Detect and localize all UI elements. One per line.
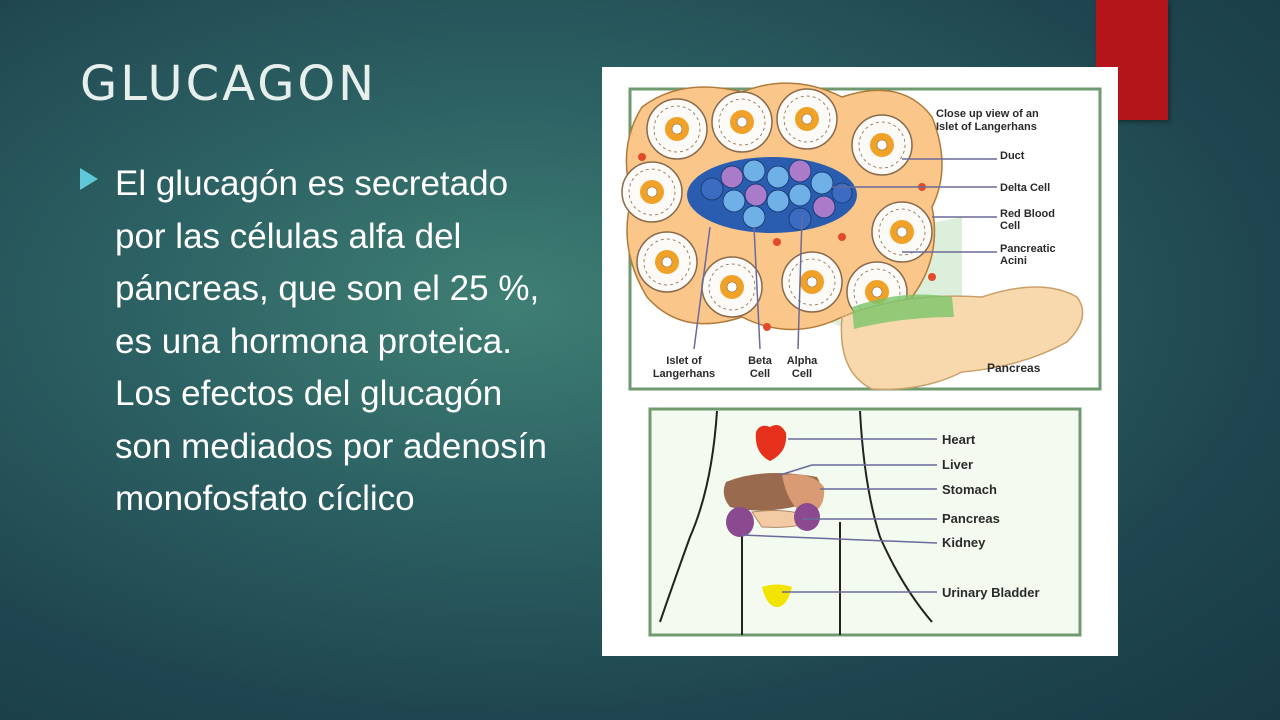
heart-organ xyxy=(755,425,787,461)
label-heart: Heart xyxy=(942,432,976,447)
triangle-bullet-icon xyxy=(80,168,98,190)
label-beta-cell-2: Cell xyxy=(750,368,770,380)
label-pancreatic-acini-1: Pancreatic xyxy=(1000,243,1056,255)
label-pancreas-organ: Pancreas xyxy=(942,511,1000,526)
figure-heading-line1: Close up view of an xyxy=(936,108,1039,120)
label-islet-1: Islet of xyxy=(666,355,702,367)
label-alpha-cell-1: Alpha xyxy=(787,355,818,367)
label-delta-cell: Delta Cell xyxy=(1000,182,1050,194)
label-duct: Duct xyxy=(1000,150,1025,162)
slide-title: GLUCAGON xyxy=(80,56,378,112)
label-islet-2: Langerhans xyxy=(653,368,715,380)
figure-heading-line2: Islet of Langerhans xyxy=(936,121,1037,133)
label-red-blood-cell-2: Cell xyxy=(1000,220,1020,232)
label-urinary-bladder: Urinary Bladder xyxy=(942,585,1040,600)
label-beta-cell-1: Beta xyxy=(748,355,773,367)
label-alpha-cell-2: Cell xyxy=(792,368,812,380)
label-kidney: Kidney xyxy=(942,535,986,550)
label-pancreatic-acini-2: Acini xyxy=(1000,255,1027,267)
label-red-blood-cell-1: Red Blood xyxy=(1000,208,1055,220)
slide-body-text: El glucagón es secretado por las células… xyxy=(115,164,547,518)
label-stomach: Stomach xyxy=(942,482,997,497)
label-liver: Liver xyxy=(942,457,973,472)
label-pancreas-top: Pancreas xyxy=(987,361,1041,375)
